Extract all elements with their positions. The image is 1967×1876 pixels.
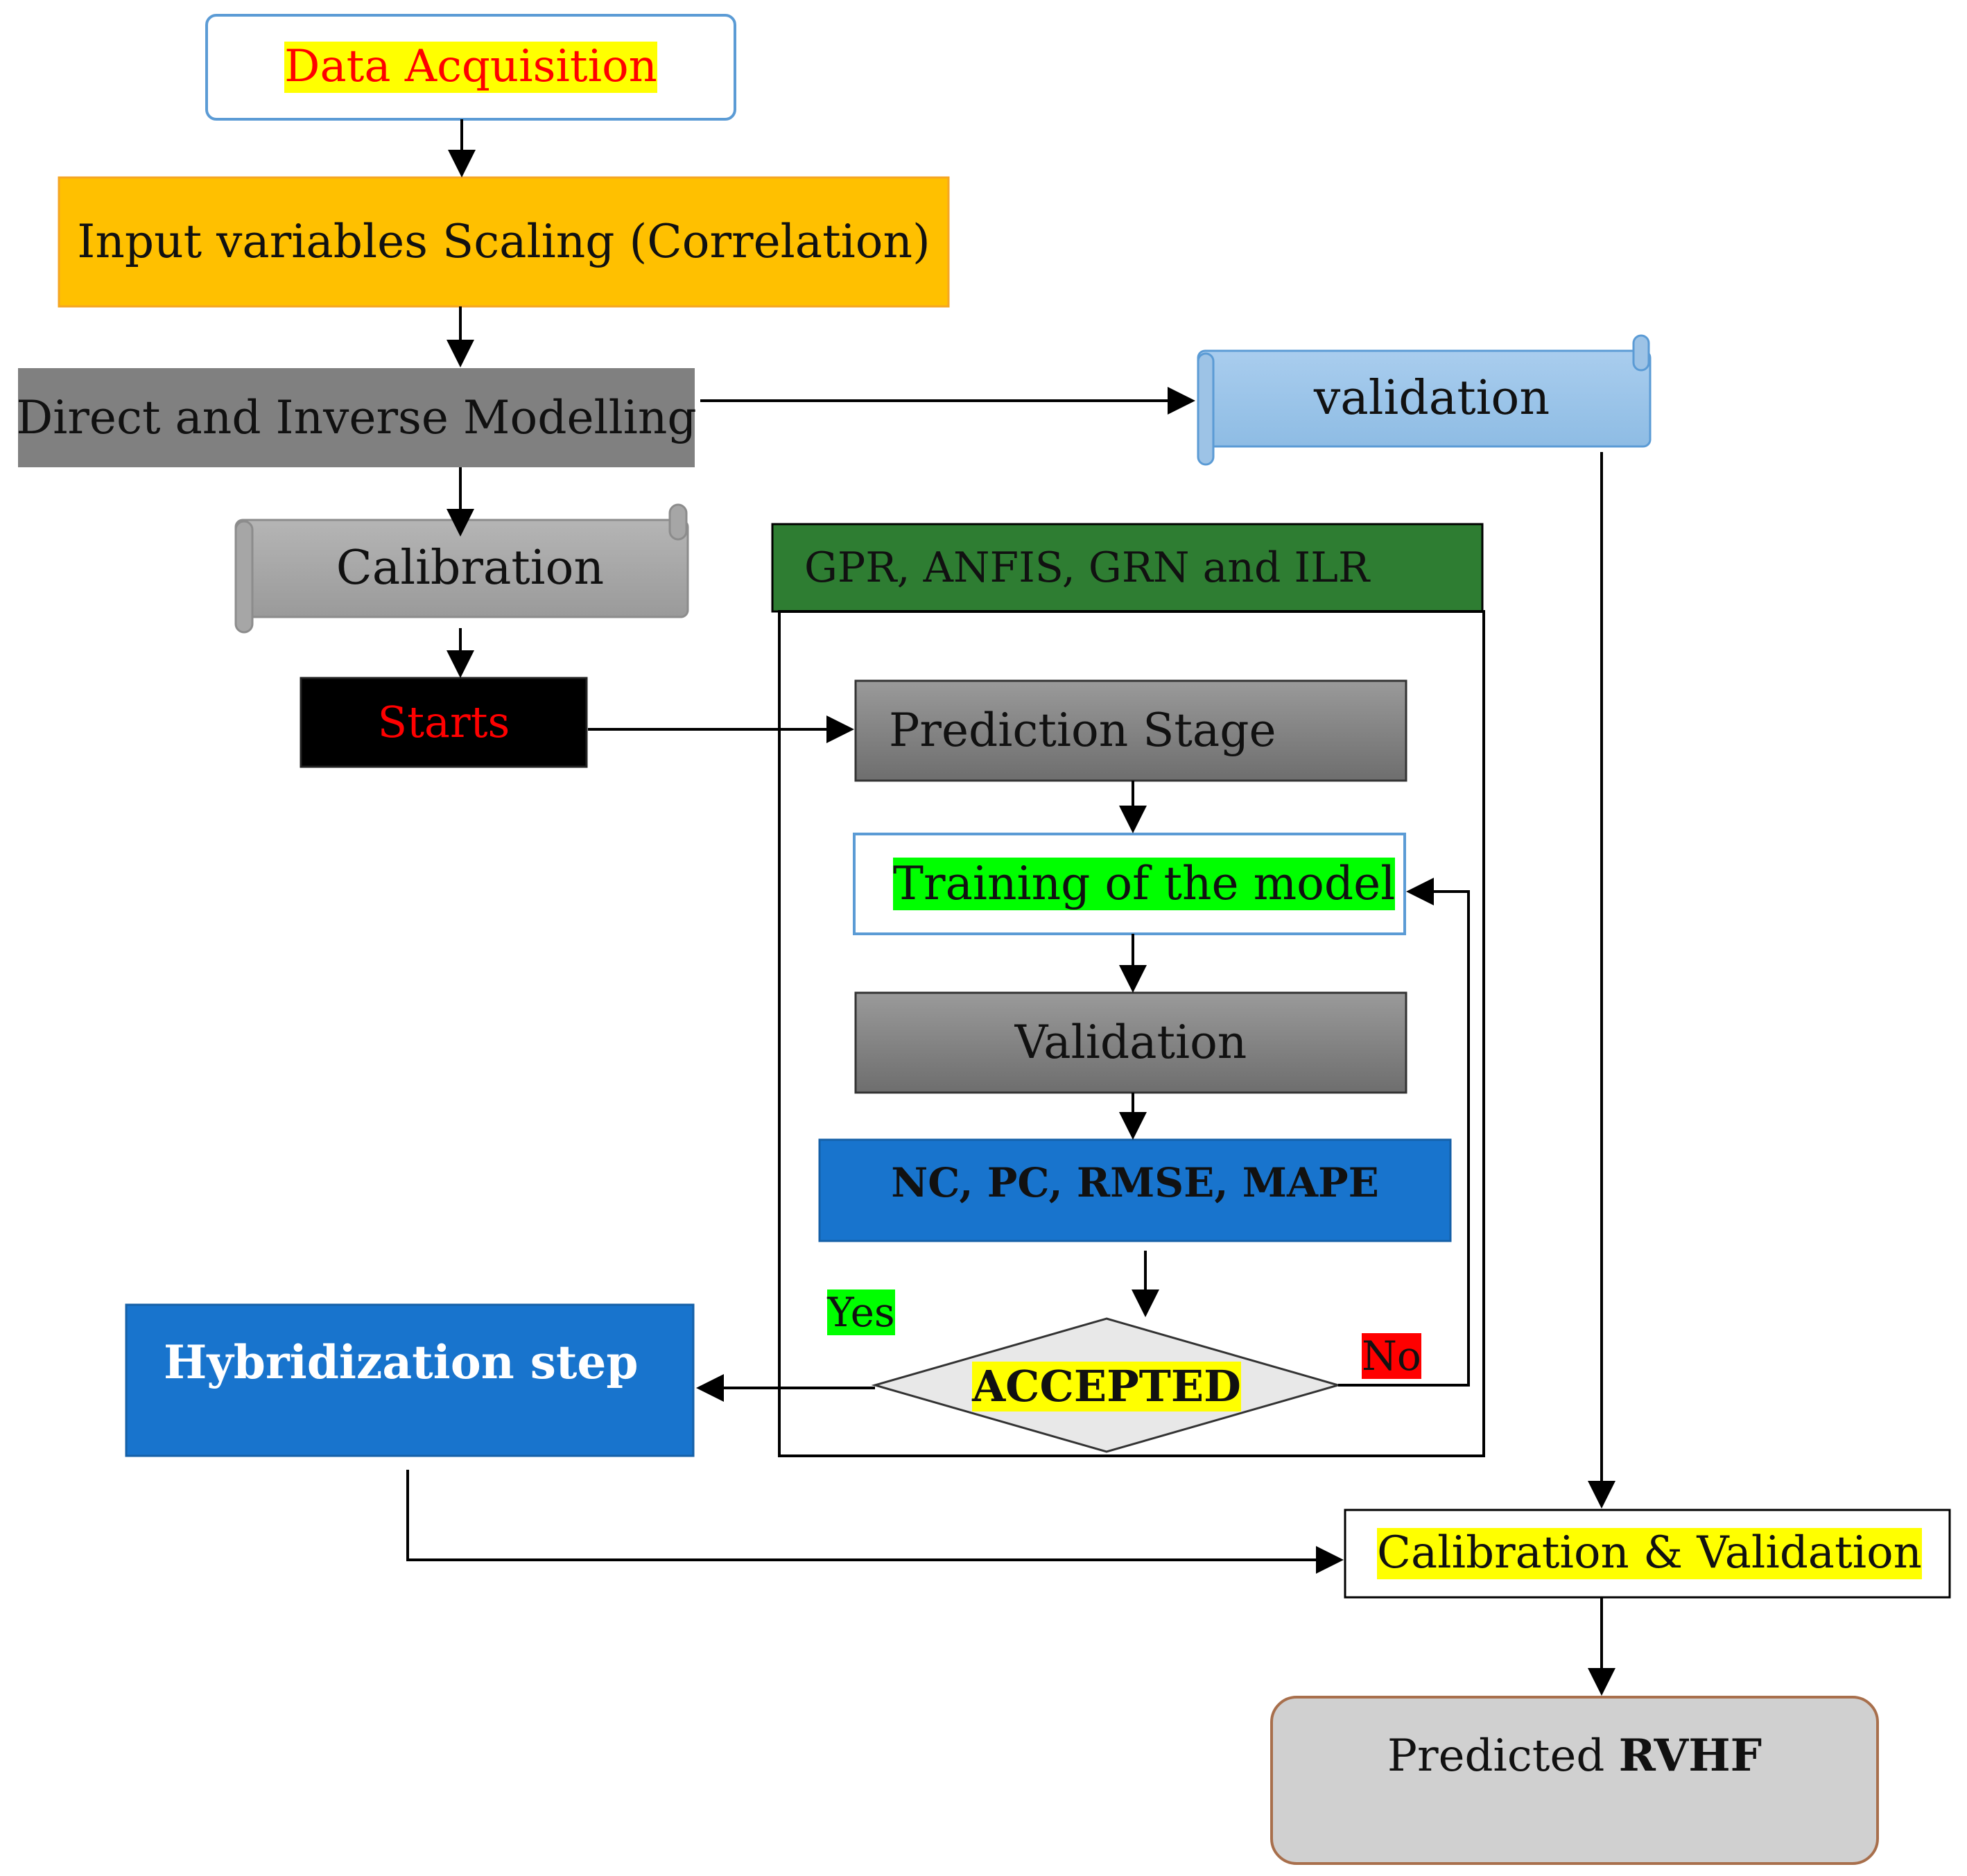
models-header-node: GPR, ANFIS, GRN and ILR	[772, 524, 1482, 611]
starts-label: Starts	[377, 697, 510, 748]
calibration-scroll-node: Calibration	[252, 520, 688, 617]
validation-box-label: Validation	[1014, 1016, 1247, 1070]
decision-label: ACCEPTED	[972, 1361, 1241, 1412]
hybridization-box	[125, 1303, 695, 1457]
predicted-prefix: Predicted	[1387, 1730, 1605, 1782]
validation-scroll-label: validation	[1313, 370, 1550, 426]
prediction-stage-node: Prediction Stage	[856, 681, 1406, 781]
validation-box-node: Validation	[856, 993, 1406, 1093]
cal-val-label: Calibration & Validation	[1377, 1527, 1922, 1579]
no-label: No	[1362, 1332, 1421, 1380]
validation-scroll-node: validation	[1213, 351, 1650, 446]
yes-label: Yes	[827, 1288, 895, 1336]
prediction-stage-label: Prediction Stage	[889, 704, 1276, 758]
hybridization-label: Hybridization step	[164, 1335, 639, 1390]
input-scaling-box	[58, 176, 950, 308]
predicted-bold: RVHF	[1618, 1729, 1762, 1782]
starts-node: Starts	[301, 678, 587, 767]
connectors	[406, 119, 1615, 1696]
calibration-scroll-label: Calibration	[336, 540, 605, 596]
predicted-box	[1270, 1696, 1879, 1865]
validation-scroll-shape	[1197, 334, 1652, 466]
models-header-label: GPR, ANFIS, GRN and ILR	[804, 543, 1370, 592]
validation-box-shape	[854, 991, 1407, 1094]
prediction-stage-box	[854, 679, 1407, 782]
models-header-box	[771, 523, 1484, 613]
metrics-node: NC, PC, RMSE, MAPE	[820, 1140, 1450, 1226]
metrics-box	[818, 1138, 1452, 1242]
training-label: Training of the model	[893, 857, 1396, 911]
decision-node: ACCEPTED	[875, 1344, 1338, 1430]
metrics-label: NC, PC, RMSE, MAPE	[891, 1158, 1379, 1206]
direct-inverse-box	[18, 368, 695, 467]
hybridization-node: Hybridization step	[126, 1305, 693, 1421]
cal-val-node: Calibration & Validation	[1345, 1510, 1950, 1597]
starts-box	[300, 677, 588, 768]
data-acquisition-node: Data Acquisition	[207, 15, 735, 119]
direct-inverse-label: Direct and Inverse Modelling	[16, 390, 697, 444]
models-container	[778, 610, 1485, 1457]
input-scaling-label: Input variables Scaling (Correlation)	[77, 215, 930, 269]
training-node: Training of the model	[854, 834, 1405, 934]
data-acquisition-label: Data Acquisition	[284, 41, 657, 93]
input-scaling-node: Input variables Scaling (Correlation)	[59, 177, 948, 306]
yes-node: Yes	[820, 1285, 903, 1339]
predicted-label: Predicted RVHF	[1387, 1730, 1762, 1782]
no-node: No	[1359, 1328, 1424, 1384]
predicted-node: Predicted RVHF	[1272, 1697, 1878, 1815]
direct-inverse-node: Direct and Inverse Modelling	[16, 368, 697, 467]
